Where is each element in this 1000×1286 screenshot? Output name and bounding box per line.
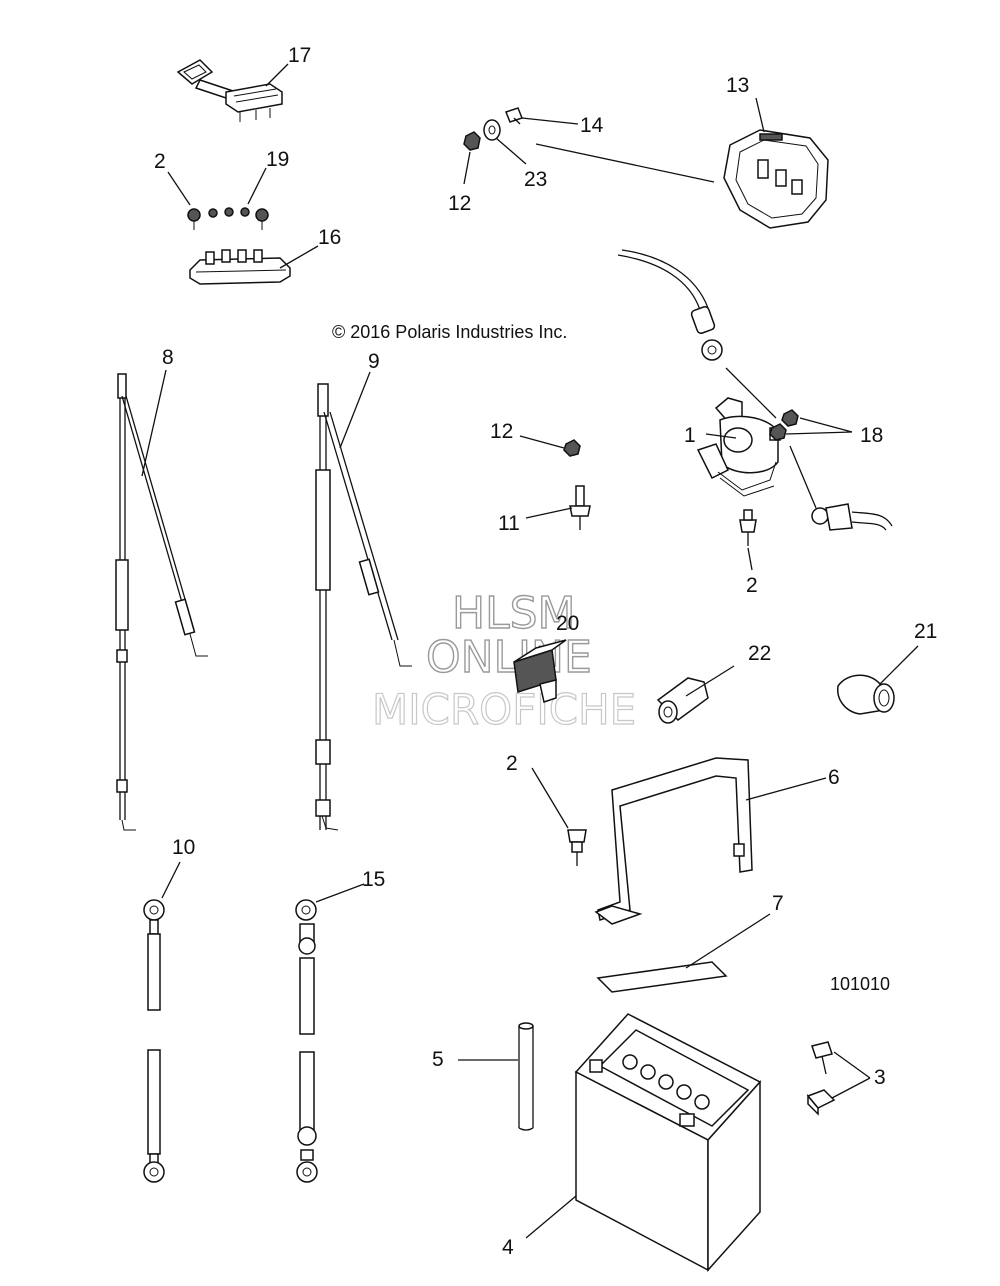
watermark-line1: HLSM [452,588,576,639]
part-6-hold-down-bracket[interactable] [594,757,753,925]
callout-labels: 17 2 19 16 13 14 23 12 8 9 12 1 18 11 2 … [154,44,937,1259]
callout-18: 18 [860,424,883,447]
part-17-fuse-tag[interactable] [176,59,283,122]
part-2-bolt-lower[interactable] [567,829,587,866]
part-23-washer[interactable] [483,119,501,141]
callout-22: 22 [748,642,771,665]
callout-16: 16 [318,226,341,249]
callout-13: 13 [726,74,749,97]
part-21-terminal-boot[interactable] [837,674,895,715]
part-14-screw[interactable] [505,107,523,125]
callout-12: 12 [490,420,513,443]
copyright-text: © 2016 Polaris Industries Inc. [332,322,567,342]
battery-cable-lower [811,503,893,531]
callout-2: 2 [506,752,518,775]
leader-lines [141,63,919,1239]
part-2-bolt-mid[interactable] [739,509,757,546]
callout-3: 3 [874,1066,886,1089]
callout-9: 9 [368,350,380,373]
callout-5: 5 [432,1048,444,1071]
callout-23: 23 [524,168,547,191]
part-19-mini-fuses[interactable] [208,207,250,218]
part-10-cable[interactable] [143,899,165,1183]
callout-6: 6 [828,766,840,789]
callout-15: 15 [362,868,385,891]
callout-8: 8 [162,346,174,369]
battery-cable-top [617,249,723,361]
part-7-pad[interactable] [596,961,728,993]
part-20-terminal-cover[interactable] [513,639,567,703]
callout-10: 10 [172,836,195,859]
part-18-nuts[interactable] [769,409,799,441]
callout-14: 14 [580,114,604,137]
part-2-fuse-top[interactable] [187,208,269,230]
callout-2: 2 [746,574,758,597]
callout-21: 21 [914,620,937,643]
watermark-line2: ONLINE [426,632,592,683]
watermark: HLSM ONLINE MICROFICHE [371,587,636,734]
watermark-line3: MICROFICHE [372,685,636,734]
part-12-nut-mid[interactable] [563,439,581,457]
part-13-fuse-box[interactable] [723,129,829,229]
part-9-cable[interactable] [315,383,412,831]
part-8-cable[interactable] [115,373,208,831]
callout-2: 2 [154,150,166,173]
part-3-bolt-nut[interactable] [806,1041,836,1116]
callout-11: 11 [498,512,520,535]
part-12-nut-top[interactable] [463,131,481,151]
part-4-battery[interactable] [574,1013,762,1272]
part-16-fuse-block[interactable] [189,249,291,285]
callout-17: 17 [288,44,311,67]
part-11-stud[interactable] [569,485,591,530]
part-1-solenoid[interactable] [696,397,781,497]
reference-number: 101010 [830,974,890,994]
part-22-terminal-boot[interactable] [656,677,709,724]
callout-1: 1 [684,424,696,447]
callout-4: 4 [502,1236,514,1259]
part-15-cable[interactable] [295,899,318,1183]
callout-7: 7 [772,892,784,915]
part-5-vent-tube[interactable] [518,1022,534,1131]
callout-19: 19 [266,148,289,171]
callout-12: 12 [448,192,471,215]
callout-20: 20 [556,612,579,635]
